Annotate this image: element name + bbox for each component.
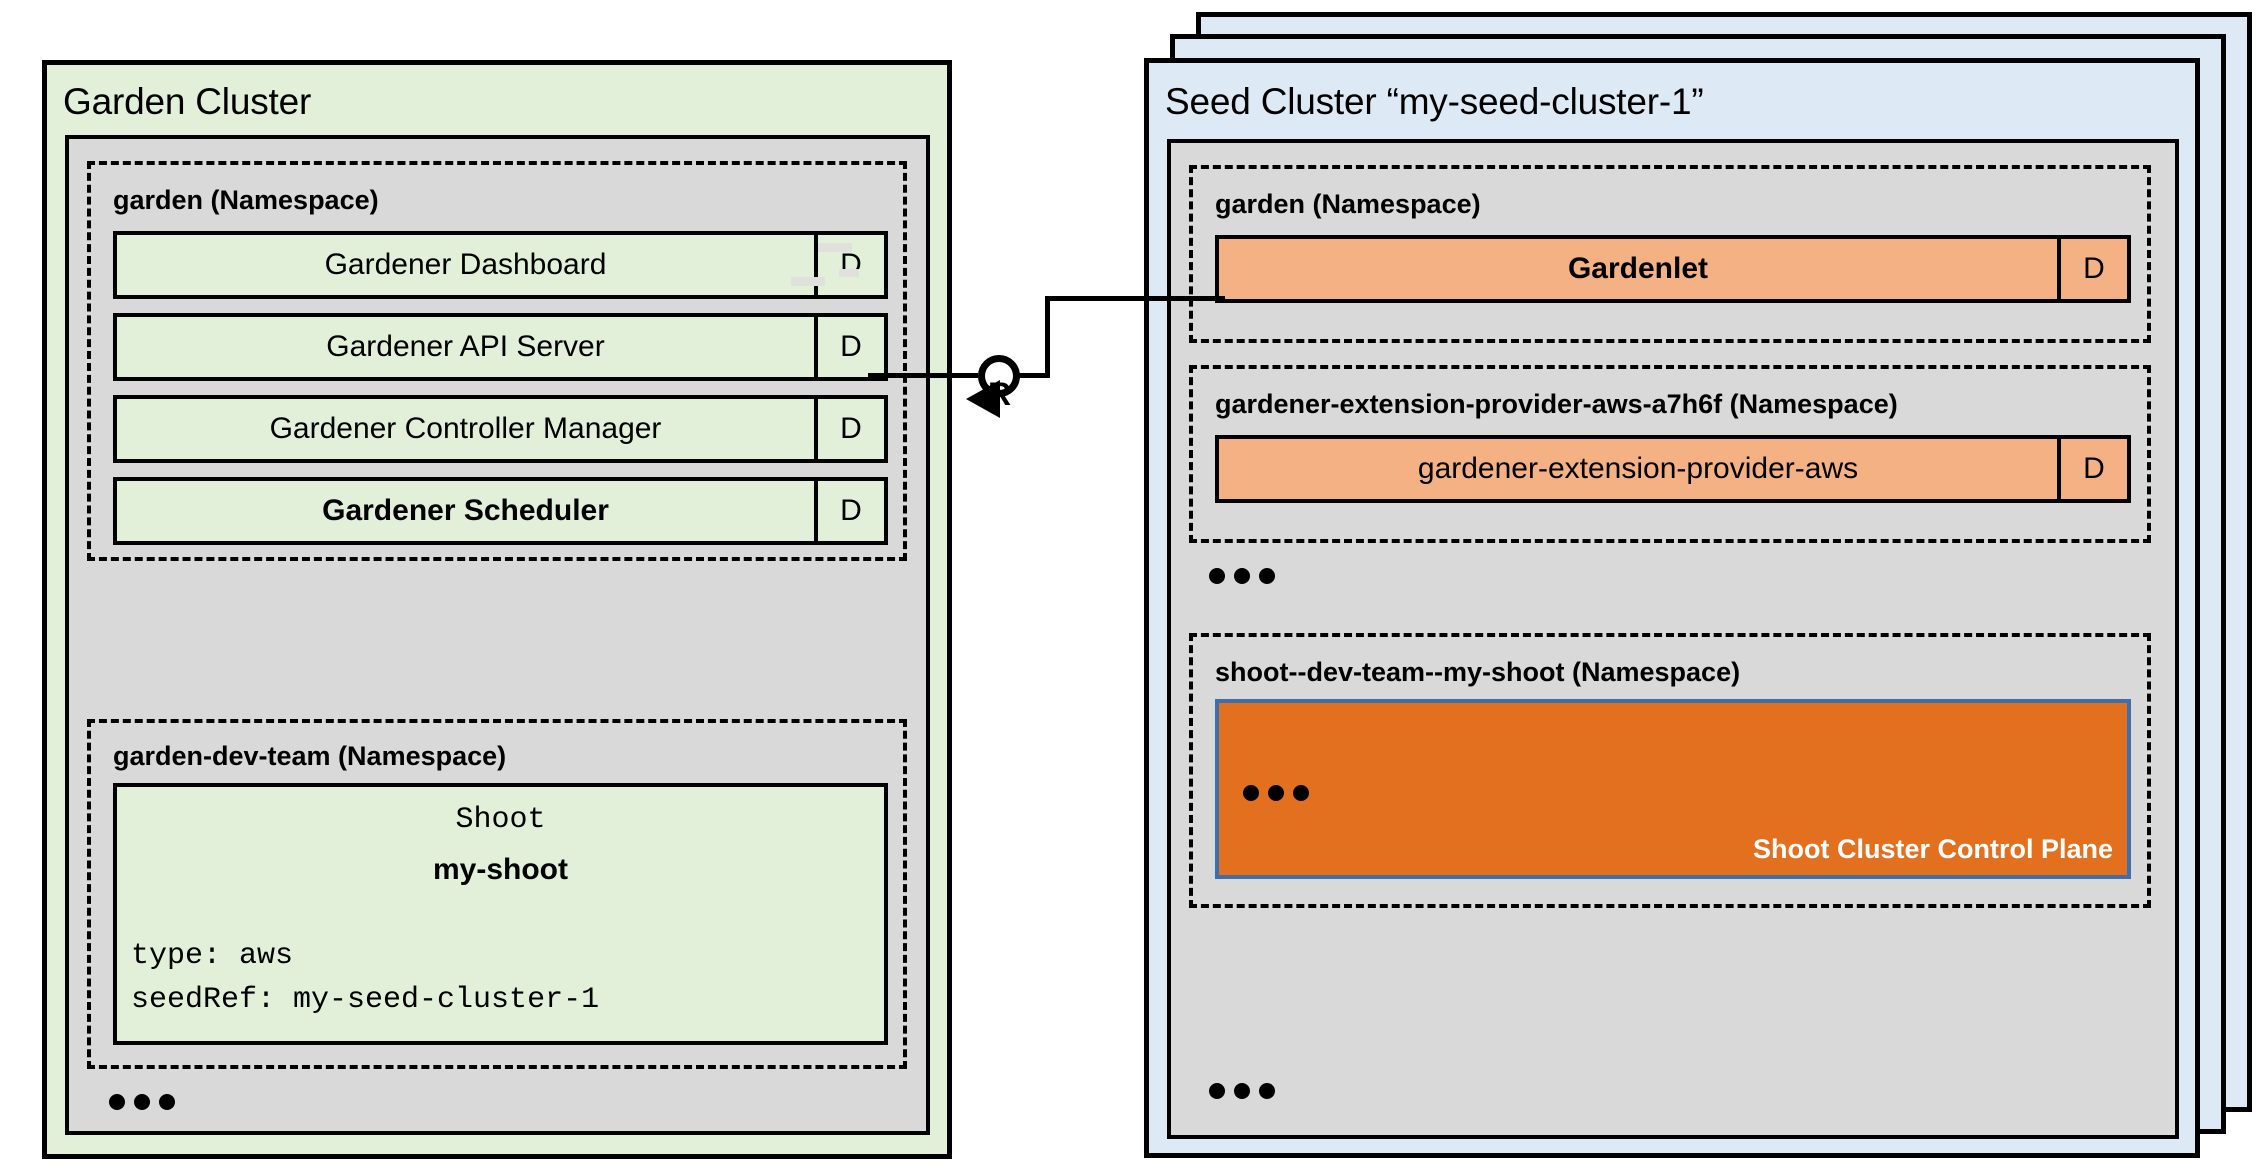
component-gardener-dashboard[interactable]: Gardener Dashboard D bbox=[113, 231, 888, 299]
component-gardenlet[interactable]: Gardenlet D bbox=[1215, 235, 2131, 303]
namespace-gardener-extension-provider-aws-label: gardener-extension-provider-aws-a7h6f (N… bbox=[1215, 389, 1898, 419]
connector-segment-right bbox=[1045, 296, 1225, 301]
namespace-shoot-dev-team-my-shoot-label: shoot--dev-team--my-shoot (Namespace) bbox=[1215, 657, 1741, 687]
shoot-kind-label: Shoot bbox=[455, 803, 546, 837]
connector-segment-riser bbox=[1045, 296, 1050, 378]
component-gardener-controller-manager[interactable]: Gardener Controller Manager D bbox=[113, 395, 888, 463]
component-gardener-api-server[interactable]: Gardener API Server D bbox=[113, 313, 888, 381]
component-label: Gardener API Server bbox=[326, 330, 605, 363]
component-gardener-scheduler[interactable]: Gardener Scheduler D bbox=[113, 477, 888, 545]
namespace-garden-dev-team[interactable]: garden-dev-team (Namespace) Shoot my-sho… bbox=[87, 719, 907, 1069]
seed-cluster-more-indicator-bottom bbox=[1209, 1083, 1275, 1099]
left-arrow-icon bbox=[966, 380, 1000, 418]
component-label: Gardenlet bbox=[1567, 252, 1709, 285]
connector-segment-mid bbox=[1012, 373, 1050, 378]
component-label: Gardener Controller Manager bbox=[269, 412, 662, 445]
shoot-spec-text: type: aws seedRef: my-seed-cluster-1 bbox=[131, 939, 600, 1017]
seed-cluster-node-area: garden (Namespace) Gardenlet D gardener-… bbox=[1167, 139, 2179, 1139]
seed-cluster-more-indicator-middle bbox=[1209, 568, 1275, 584]
shoot-cluster-control-plane[interactable]: Shoot Cluster Control Plane bbox=[1215, 699, 2131, 879]
garden-cluster-title: Garden Cluster bbox=[63, 81, 312, 122]
component-label: Gardener Dashboard bbox=[324, 248, 607, 281]
shoot-name-label: my-shoot bbox=[433, 853, 568, 886]
resource-shoot-my-shoot[interactable]: Shoot my-shoot type: aws seedRef: my-see… bbox=[113, 783, 888, 1045]
control-plane-label: Shoot Cluster Control Plane bbox=[1752, 834, 2113, 864]
namespace-gardener-extension-provider-aws[interactable]: gardener-extension-provider-aws-a7h6f (N… bbox=[1189, 365, 2151, 543]
deployment-badge: D bbox=[2057, 239, 2127, 299]
connector-segment-left bbox=[868, 373, 978, 378]
namespace-garden[interactable]: garden (Namespace) Gardener Dashboard D … bbox=[87, 161, 907, 561]
render-artifact bbox=[818, 243, 852, 252]
garden-cluster[interactable]: Garden Cluster garden (Namespace) Garden… bbox=[42, 60, 952, 1159]
component-label: gardener-extension-provider-aws bbox=[1417, 452, 1859, 485]
render-artifact bbox=[839, 269, 859, 277]
deployment-badge: D bbox=[814, 399, 884, 459]
namespace-garden-label: garden (Namespace) bbox=[113, 185, 379, 215]
component-gardener-extension-provider-aws[interactable]: gardener-extension-provider-aws D bbox=[1215, 435, 2131, 503]
garden-cluster-node-area: garden (Namespace) Gardener Dashboard D … bbox=[65, 135, 930, 1135]
deployment-badge: D bbox=[814, 317, 884, 377]
component-label: Gardener Scheduler bbox=[322, 494, 609, 527]
namespace-seed-garden-label: garden (Namespace) bbox=[1215, 189, 1481, 219]
deployment-badge: D bbox=[814, 481, 884, 541]
namespace-seed-garden[interactable]: garden (Namespace) Gardenlet D bbox=[1189, 165, 2151, 343]
connector-label-r: R bbox=[988, 376, 1012, 412]
deployment-badge: D bbox=[2057, 439, 2127, 499]
seed-cluster-title: Seed Cluster “my-seed-cluster-1” bbox=[1165, 81, 1704, 122]
garden-cluster-more-indicator bbox=[109, 1094, 175, 1110]
namespace-shoot-dev-team-my-shoot[interactable]: shoot--dev-team--my-shoot (Namespace) Sh… bbox=[1189, 633, 2151, 908]
seed-cluster[interactable]: Seed Cluster “my-seed-cluster-1” garden … bbox=[1144, 58, 2200, 1158]
control-plane-more-indicator bbox=[1243, 785, 1309, 801]
render-artifact bbox=[791, 277, 825, 286]
namespace-garden-dev-team-label: garden-dev-team (Namespace) bbox=[113, 741, 507, 771]
